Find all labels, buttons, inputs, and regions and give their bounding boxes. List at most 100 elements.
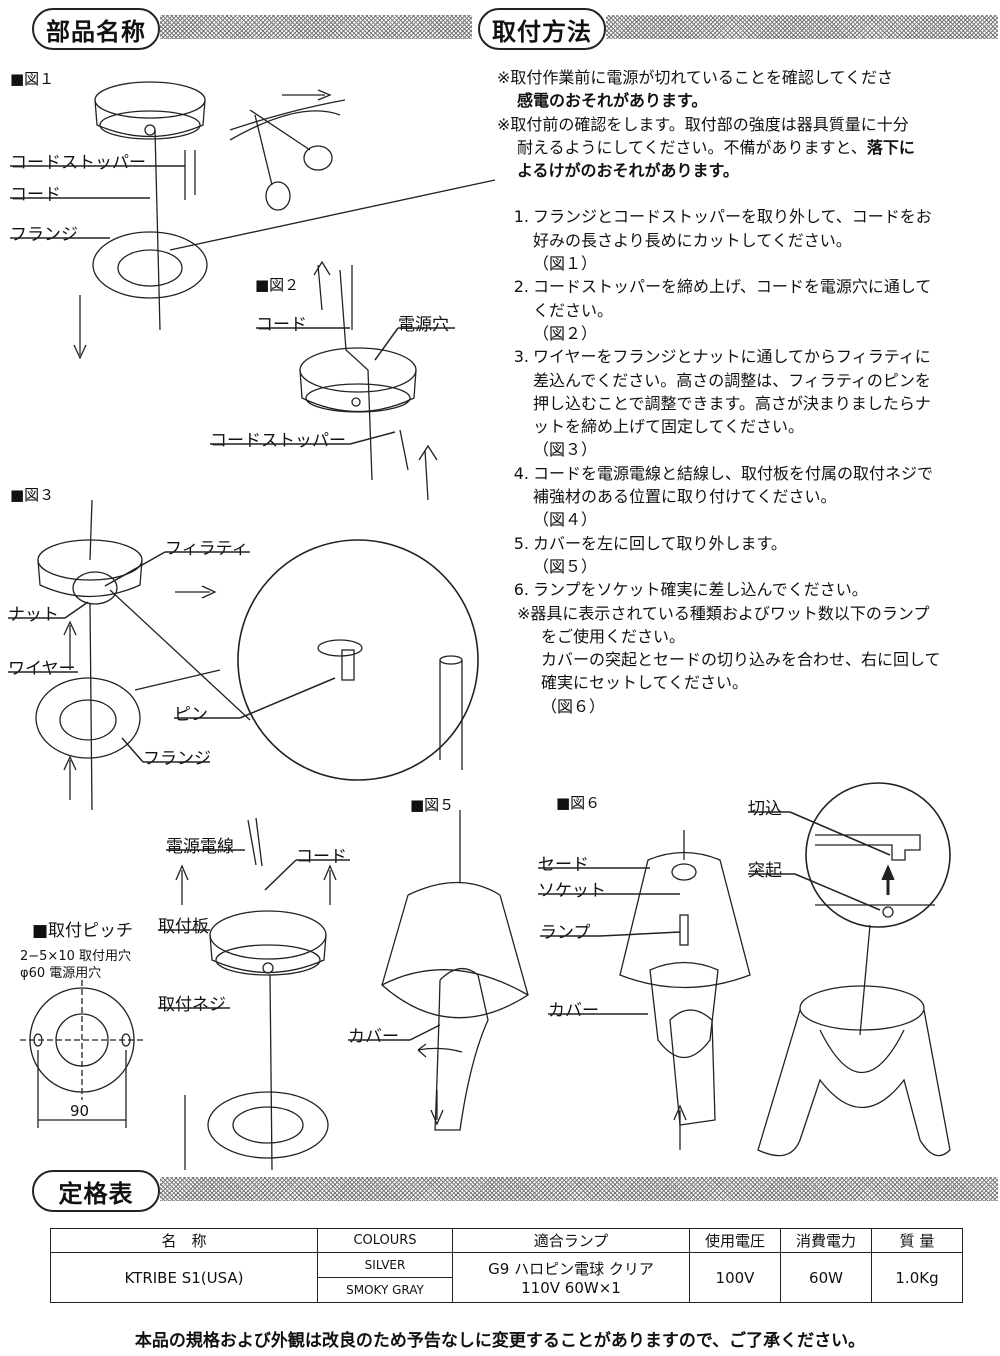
step-number: 4. bbox=[513, 463, 529, 483]
note-lamp-detail: をご使用ください。カバーの突起とセードの切り込みを合わせ、右に回して確実にセット… bbox=[497, 625, 987, 718]
cell-voltage: 100V bbox=[689, 1252, 781, 1303]
step-figure-ref: （図４） bbox=[533, 510, 598, 530]
pitch-spec-line2: φ60 電源用穴 bbox=[20, 966, 102, 981]
label-nut: ナット bbox=[8, 605, 59, 625]
pitch-label: ■取付ピッチ bbox=[32, 921, 134, 941]
step-text: コードを電源電線と結線し、取付板を付属の取付ネジで補強材のある位置に取り付けてく… bbox=[533, 462, 933, 532]
step-number: 3. bbox=[513, 347, 529, 367]
header-power: 消費電力 bbox=[780, 1228, 872, 1253]
cell-colour-smoky-gray: SMOKY GRAY bbox=[317, 1277, 453, 1303]
step-figure-ref: （図３） bbox=[533, 440, 598, 460]
note-line: をご使用ください。 bbox=[541, 626, 686, 646]
note-lamp-type: ※器具に表示されている種類およびワット数以下のランプ bbox=[517, 603, 930, 623]
table-header-row: 名 称 COLOURS 適合ランプ 使用電圧 消費電力 質 量 bbox=[50, 1228, 963, 1253]
step-item: 5.カバーを左に回して取り外します。 （図５） bbox=[497, 532, 987, 579]
header-colours: COLOURS bbox=[317, 1228, 453, 1253]
pitch-spec-line1: 2−5×10 取付用穴 bbox=[20, 949, 132, 964]
step-text: ワイヤーをフランジとナットに通してからフィラティに差込んでください。高さの調整は… bbox=[533, 345, 931, 461]
step-line: 補強材のある位置に取り付けてください。 bbox=[533, 487, 837, 507]
label-shade: セード bbox=[538, 855, 589, 875]
step-line: ットを締め上げて固定してください。 bbox=[533, 417, 805, 437]
label-cord: コード bbox=[256, 315, 307, 335]
header-weight: 質 量 bbox=[871, 1228, 963, 1253]
note-line: カバーの突起とセードの切り込みを合わせ、右に回して bbox=[541, 650, 941, 670]
label-power-hole: 電源穴 bbox=[398, 315, 449, 335]
step-item: 2.コードストッパーを締め上げ、コードを電源穴に通してください。 （図２） bbox=[497, 275, 987, 345]
step-line: コードストッパーを締め上げ、コードを電源穴に通して bbox=[533, 277, 932, 297]
step-line: フランジとコードストッパーを取り外して、コードをお bbox=[533, 207, 932, 227]
label-flange: フランジ bbox=[10, 225, 78, 245]
label-cord-stopper: コードストッパー bbox=[210, 431, 346, 451]
header-name: 名 称 bbox=[50, 1228, 318, 1253]
step-text: フランジとコードストッパーを取り外して、コードをお好みの長さより長めにカットして… bbox=[533, 205, 932, 275]
header-lamp: 適合ランプ bbox=[452, 1228, 690, 1253]
label-socket: ソケット bbox=[538, 881, 606, 901]
step-item: 6.ランプをソケット確実に差し込んでください。 bbox=[497, 578, 987, 601]
section-spec-table: 定格表 bbox=[32, 1170, 160, 1212]
label-mount-screw: 取付ネジ bbox=[158, 995, 226, 1015]
pitch-dimension: 90 bbox=[70, 1102, 90, 1120]
step-figure-ref: （図２） bbox=[533, 323, 598, 343]
section-divider bbox=[606, 15, 998, 39]
label-lamp: ランプ bbox=[540, 923, 591, 943]
header-voltage: 使用電圧 bbox=[689, 1228, 781, 1253]
step-text: コードストッパーを締め上げ、コードを電源穴に通してください。 （図２） bbox=[533, 275, 931, 345]
step-figure-ref: （図１） bbox=[533, 254, 598, 274]
step-number: 2. bbox=[513, 277, 529, 297]
fig1-label: ■図１ bbox=[10, 70, 55, 88]
label-cord: コード bbox=[296, 847, 347, 867]
label-flange: フランジ bbox=[143, 749, 211, 769]
step-line: ワイヤーをフランジとナットに通してからフィラティに bbox=[533, 347, 931, 367]
label-firatee: フィラティ bbox=[165, 539, 249, 559]
step-item: 1.フランジとコードストッパーを取り外して、コードをお好みの長さより長めにカット… bbox=[497, 205, 987, 275]
step-number: 5. bbox=[513, 533, 529, 553]
step-item: 3.ワイヤーをフランジとナットに通してからフィラティに差込んでください。高さの調… bbox=[497, 345, 987, 461]
section-install-method: 取付方法 bbox=[478, 8, 606, 50]
note-line: 確実にセットしてください。 bbox=[541, 673, 749, 693]
label-power-line: 電源電線 bbox=[166, 837, 234, 857]
label-cord: コード bbox=[10, 185, 61, 205]
cell-power: 60W bbox=[780, 1252, 872, 1303]
step-line: 押し込むことで調整できます。高さが決まりましたらナ bbox=[533, 393, 931, 413]
step-number: 1. bbox=[513, 207, 529, 227]
section-divider bbox=[160, 1177, 998, 1201]
step-text: カバーを左に回して取り外します。 （図５） bbox=[533, 532, 787, 579]
label-cover: カバー bbox=[548, 1001, 599, 1021]
label-wire: ワイヤー bbox=[8, 659, 76, 679]
step-figure-ref: （図５） bbox=[533, 556, 598, 576]
step-line: ランプをソケット確実に差し込んでください。 bbox=[533, 580, 868, 600]
step-line: 差込んでください。高さの調整は、フィラティのピンを bbox=[533, 370, 931, 390]
instruction-block: ※取付作業前に電源が切れていることを確認してくださ 感電のおそれがあります。 ※… bbox=[497, 66, 987, 718]
cell-colour-silver: SILVER bbox=[317, 1252, 453, 1278]
label-cover: カバー bbox=[348, 1027, 399, 1047]
fig3-label: ■図３ bbox=[10, 486, 55, 504]
step-line: カバーを左に回して取り外します。 bbox=[533, 533, 787, 553]
spec-table: 名 称 COLOURS 適合ランプ 使用電圧 消費電力 質 量 KTRIBE S… bbox=[50, 1228, 963, 1303]
step-line: ください。 bbox=[533, 300, 614, 320]
section-parts-name: 部品名称 bbox=[32, 8, 160, 50]
note-strength-cont: 耐えるようにしてください。不備がありますと、落下に bbox=[517, 137, 915, 157]
label-pin: ピン bbox=[174, 705, 208, 725]
step-line: 好みの長さより長めにカットしてください。 bbox=[533, 230, 852, 250]
cell-name: KTRIBE S1(USA) bbox=[50, 1252, 318, 1303]
section-divider bbox=[160, 15, 472, 39]
fig2-label: ■図２ bbox=[255, 276, 300, 294]
cell-weight: 1.0Kg bbox=[871, 1252, 963, 1303]
step-line: コードを電源電線と結線し、取付板を付属の取付ネジで bbox=[533, 463, 934, 483]
footer-notice: 本品の規格および外観は改良のため予告なしに変更することがありますので、ご了承くだ… bbox=[134, 1331, 866, 1351]
label-notch: 切込 bbox=[748, 799, 782, 819]
fig5-label: ■図５ bbox=[410, 796, 455, 814]
label-cord-stopper: コードストッパー bbox=[10, 153, 146, 173]
step-text: ランプをソケット確実に差し込んでください。 bbox=[533, 578, 868, 601]
label-mount-plate: 取付板 bbox=[158, 917, 209, 937]
illustrations bbox=[8, 81, 951, 1171]
fig6-label: ■図６ bbox=[556, 794, 601, 812]
label-protrusion: 突起 bbox=[748, 861, 782, 881]
step-item: 4.コードを電源電線と結線し、取付板を付属の取付ネジで補強材のある位置に取り付け… bbox=[497, 462, 987, 532]
note-power-off: ※取付作業前に電源が切れていることを確認してくださ bbox=[497, 68, 893, 87]
note-figure-ref: （図６） bbox=[541, 696, 606, 716]
step-number: 6. bbox=[513, 580, 529, 600]
note-strength-end: よるけがのおそれがあります。 bbox=[517, 161, 739, 181]
